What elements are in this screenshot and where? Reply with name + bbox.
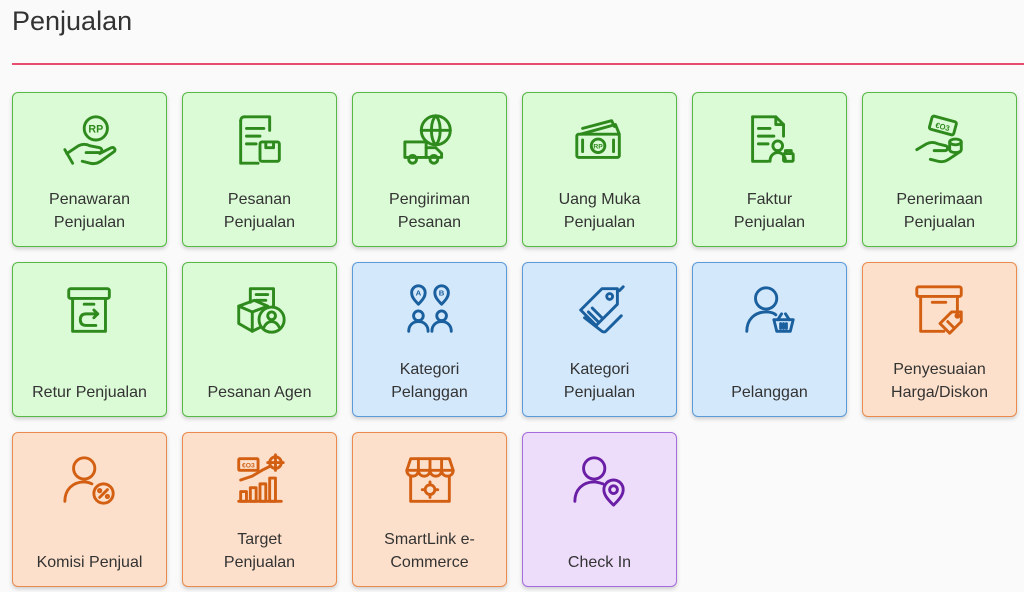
store-gear-icon (401, 451, 459, 509)
tile-retur-penjualan[interactable]: Retur Penjualan (12, 262, 167, 417)
tile-faktur-penjualan[interactable]: Faktur Penjualan (692, 92, 847, 247)
box-price-tag-icon (911, 281, 969, 339)
tile-label: Penerimaan Penjualan (896, 191, 983, 231)
invoice-user-icon (741, 111, 799, 169)
growth-chart-target-icon: €O3 (231, 451, 289, 509)
tile-label: Komisi Penjual (36, 554, 143, 571)
globe-truck-icon (401, 111, 459, 169)
tile-kategori-penjualan[interactable]: Kategori Penjualan (522, 262, 677, 417)
svg-text:€O3: €O3 (242, 462, 255, 469)
svg-text:€O3: €O3 (934, 121, 951, 134)
tile-label: SmartLink e- Commerce (384, 531, 475, 571)
svg-text:B: B (438, 289, 444, 298)
tile-target-penjualan[interactable]: €O3 Target Penjualan (182, 432, 337, 587)
tile-uang-muka-penjualan[interactable]: RP Uang Muka Penjualan (522, 92, 677, 247)
svg-text:A: A (415, 289, 421, 298)
tile-label: Pengiriman Pesanan (389, 191, 470, 231)
tile-penerimaan-penjualan[interactable]: €O3 Penerimaan Penjualan (862, 92, 1017, 247)
tile-penyesuaian-harga-diskon[interactable]: Penyesuaian Harga/Diskon (862, 262, 1017, 417)
tile-label: Check In (567, 554, 632, 571)
user-basket-icon (741, 281, 799, 339)
svg-text:RP: RP (88, 123, 103, 135)
tile-label: Faktur Penjualan (733, 191, 806, 231)
tile-pesanan-agen[interactable]: Pesanan Agen (182, 262, 337, 417)
tile-label: Penawaran Penjualan (49, 191, 130, 231)
title-divider (12, 63, 1024, 65)
tile-label: Retur Penjualan (32, 384, 147, 401)
tile-label: Pesanan Agen (207, 384, 312, 401)
agent-order-icon (231, 281, 289, 339)
tile-label: Uang Muka Penjualan (558, 191, 641, 231)
document-box-icon (231, 111, 289, 169)
cash-stack-icon: RP (571, 111, 629, 169)
tile-check-in[interactable]: Check In (522, 432, 677, 587)
hand-coin-rp-icon: RP (61, 111, 119, 169)
page-title: Penjualan (12, 6, 133, 36)
box-return-icon (61, 281, 119, 339)
tile-penawaran-penjualan[interactable]: RP Penawaran Penjualan (12, 92, 167, 247)
tile-label: Pesanan Penjualan (223, 191, 296, 231)
hand-money-icon: €O3 (911, 111, 969, 169)
tile-label: Target Penjualan (223, 531, 296, 571)
tile-smartlink-ecommerce[interactable]: SmartLink e- Commerce (352, 432, 507, 587)
tile-pesanan-penjualan[interactable]: Pesanan Penjualan (182, 92, 337, 247)
svg-text:RP: RP (593, 144, 603, 151)
tile-label: Kategori Penjualan (563, 361, 636, 401)
tile-pelanggan[interactable]: Pelanggan (692, 262, 847, 417)
tag-icon (571, 281, 629, 339)
tile-label: Pelanggan (731, 384, 808, 401)
user-percent-icon (61, 451, 119, 509)
tile-komisi-penjual[interactable]: Komisi Penjual (12, 432, 167, 587)
tile-pengiriman-pesanan[interactable]: Pengiriman Pesanan (352, 92, 507, 247)
user-location-icon (571, 451, 629, 509)
tile-label: Kategori Pelanggan (391, 361, 468, 401)
tile-label: Penyesuaian Harga/Diskon (891, 361, 988, 401)
